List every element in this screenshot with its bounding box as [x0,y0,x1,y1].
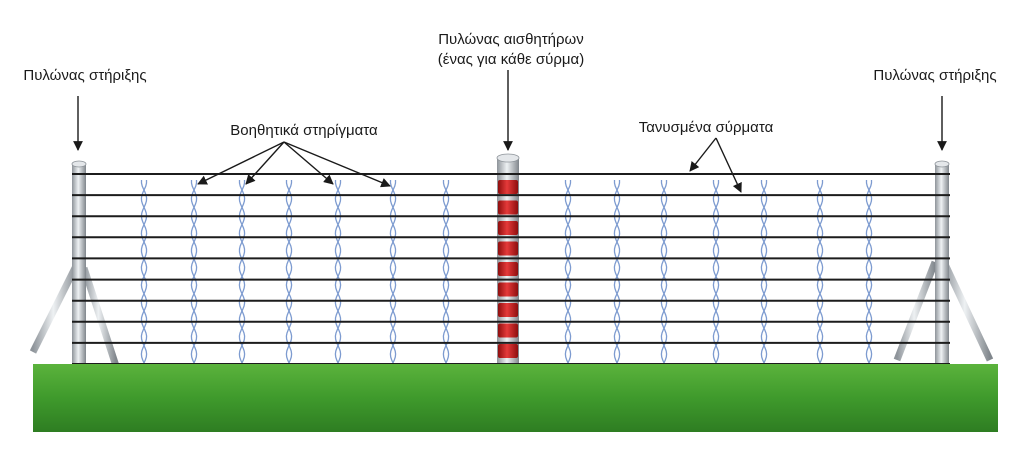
arrow-aux-support-2 [245,141,285,185]
auxiliary-support-strand [190,180,198,367]
auxiliary-support [816,180,824,367]
right-post-cap [934,160,950,168]
auxiliary-support-strand [238,180,246,367]
auxiliary-support-strand [816,180,824,367]
auxiliary-support-strand [140,180,148,367]
auxiliary-support [660,180,668,367]
sensor-module [498,180,518,194]
auxiliary-support [190,180,198,367]
auxiliary-support [760,180,768,367]
arrow-wire-2 [715,137,742,193]
sensor-post-cap [496,153,520,163]
auxiliary-support [613,180,621,367]
label-tensioned-wires: Τανυσμένα σύρματα [639,119,774,136]
auxiliary-support-strand [389,180,397,367]
right-brace-outer [940,260,994,362]
diagonal-braces [29,260,994,368]
auxiliary-support-strand [865,180,873,367]
label-sensor-post-line2: (ένας για κάθε σύρμα) [438,51,584,68]
auxiliary-support [238,180,246,367]
auxiliary-support [865,180,873,367]
left-brace-inner [80,266,120,368]
sensor-module [498,262,518,276]
sensor-module [498,221,518,235]
auxiliary-support-strand [285,180,293,367]
label-sensor-post-line1: Πυλώνας αισθητήρων [438,31,584,48]
auxiliary-support-strand [140,180,148,367]
auxiliary-support [285,180,293,367]
auxiliary-support [712,180,720,367]
auxiliary-support-strand [442,180,450,367]
sensor-module [498,344,518,358]
auxiliary-support-strand [760,180,768,367]
arrow-aux-support-3 [283,141,334,185]
auxiliary-support-strand [760,180,768,367]
auxiliary-support-strand [389,180,397,367]
label-support-post-left: Πυλώνας στήριξης [23,67,146,84]
auxiliary-support [442,180,450,367]
auxiliary-support [389,180,397,367]
left-post-cap [71,160,87,168]
ground-strip [33,364,998,432]
right-brace-inner [893,260,939,362]
auxiliary-support-strand [660,180,668,367]
sensor-modules [498,180,518,358]
auxiliary-support-strand [285,180,293,367]
auxiliary-support-strand [442,180,450,367]
auxiliary-support [334,180,342,367]
sensor-module [498,241,518,256]
auxiliary-support-strand [334,180,342,367]
auxiliary-support-strand [564,180,572,367]
auxiliary-support-strand [613,180,621,367]
auxiliary-support-strand [712,180,720,367]
auxiliary-support-strand [334,180,342,367]
arrow-wire-1 [689,137,717,172]
annotation-arrows [73,70,947,193]
sensor-module [498,200,518,215]
auxiliary-support [140,180,148,367]
sensor-module [498,303,518,317]
sensor-module [498,323,518,338]
auxiliary-support-strand [190,180,198,367]
auxiliary-support-strand [712,180,720,367]
auxiliary-support [564,180,572,367]
auxiliary-support-strand [564,180,572,367]
auxiliary-support-strand [865,180,873,367]
arrow-aux-support-1 [197,141,285,185]
sensor-module [498,282,518,297]
auxiliary-support-strand [613,180,621,367]
arrow-aux-support-4 [283,141,391,188]
auxiliary-support-strand [816,180,824,367]
label-support-post-right: Πυλώνας στήριξης [873,67,996,84]
auxiliary-supports [140,180,873,367]
auxiliary-support-strand [238,180,246,367]
label-auxiliary-supports: Βοηθητικά στηρίγματα [230,122,378,139]
auxiliary-support-strand [660,180,668,367]
left-brace-outer [29,260,82,354]
